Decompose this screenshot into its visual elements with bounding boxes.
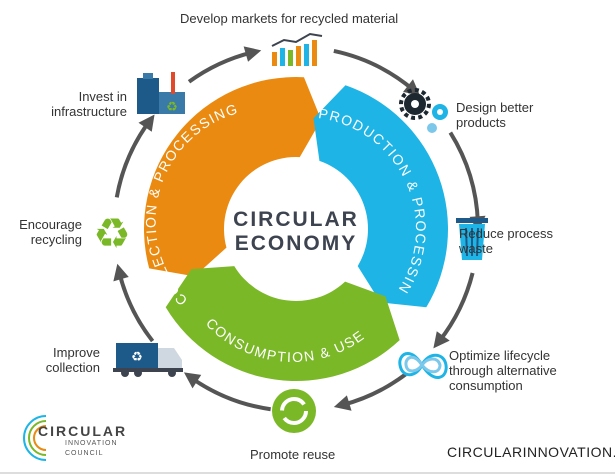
svg-text:♻: ♻ — [93, 210, 131, 257]
arrowhead — [333, 395, 352, 411]
label-line: through alternative — [449, 363, 557, 378]
gears-icon — [399, 88, 448, 133]
infinity-icon — [398, 352, 448, 379]
label-line: infrastructure — [51, 104, 127, 119]
label-line: consumption — [449, 378, 523, 393]
segment-collection — [144, 76, 322, 277]
recycling-truck-icon: ♻ — [113, 343, 183, 377]
logo-mark — [23, 415, 47, 461]
reuse-arrows-icon — [272, 389, 316, 433]
label-line: Encourage — [19, 217, 82, 232]
arrowhead — [113, 263, 129, 282]
logo-text: CIRCULAR — [38, 423, 128, 439]
segment-consumption — [165, 266, 400, 382]
arrowhead — [138, 114, 155, 132]
label-line: Improve — [53, 345, 100, 360]
cycle-arrow — [333, 49, 415, 92]
cycle-arrow — [114, 120, 151, 198]
center-title-line2: ECONOMY — [235, 232, 358, 255]
recycle-icon: ♻ — [93, 210, 131, 257]
cycle-arrow — [448, 131, 480, 223]
trash-bin-icon — [456, 218, 488, 260]
label-line: Reduce process — [459, 226, 553, 241]
website-url: CIRCULARINNOVATION.CA — [447, 444, 615, 460]
svg-text:♻: ♻ — [131, 349, 143, 364]
circular-innovation-council-logo: CIRCULAR INNOVATION COUNCIL — [16, 410, 136, 466]
segment-production — [313, 85, 448, 308]
label-line: products — [456, 115, 506, 130]
cycle-arrow — [187, 50, 253, 84]
label-line: recycling — [30, 232, 82, 247]
cycle-arrow — [117, 272, 155, 343]
step-promote-reuse: Promote reuse — [250, 447, 336, 462]
svg-text:♻: ♻ — [166, 99, 178, 114]
cycle-arrow — [342, 372, 407, 407]
label-line: collection — [45, 360, 100, 375]
cycle-arrow — [190, 376, 271, 412]
arrowhead — [433, 331, 450, 349]
label-line: waste — [459, 241, 493, 256]
label-line: Design better — [456, 100, 534, 115]
center-title-line1: CIRCULAR — [233, 208, 359, 231]
arrowhead — [243, 46, 262, 62]
logo-text: INNOVATION — [65, 440, 118, 447]
arrowhead — [183, 372, 202, 389]
outer-arrow-ring — [113, 46, 486, 412]
bar-chart-icon — [271, 32, 323, 66]
cycle-arrow — [437, 272, 475, 343]
label-line: Optimize lifecycle — [449, 348, 551, 363]
factory-icon: ♻ — [137, 72, 185, 114]
segments — [144, 76, 448, 382]
label-line: Invest in — [78, 89, 127, 104]
step-develop-markets: Develop markets for recycled material — [180, 11, 399, 26]
center-circle — [230, 163, 362, 295]
logo-text: COUNCIL — [65, 450, 104, 457]
